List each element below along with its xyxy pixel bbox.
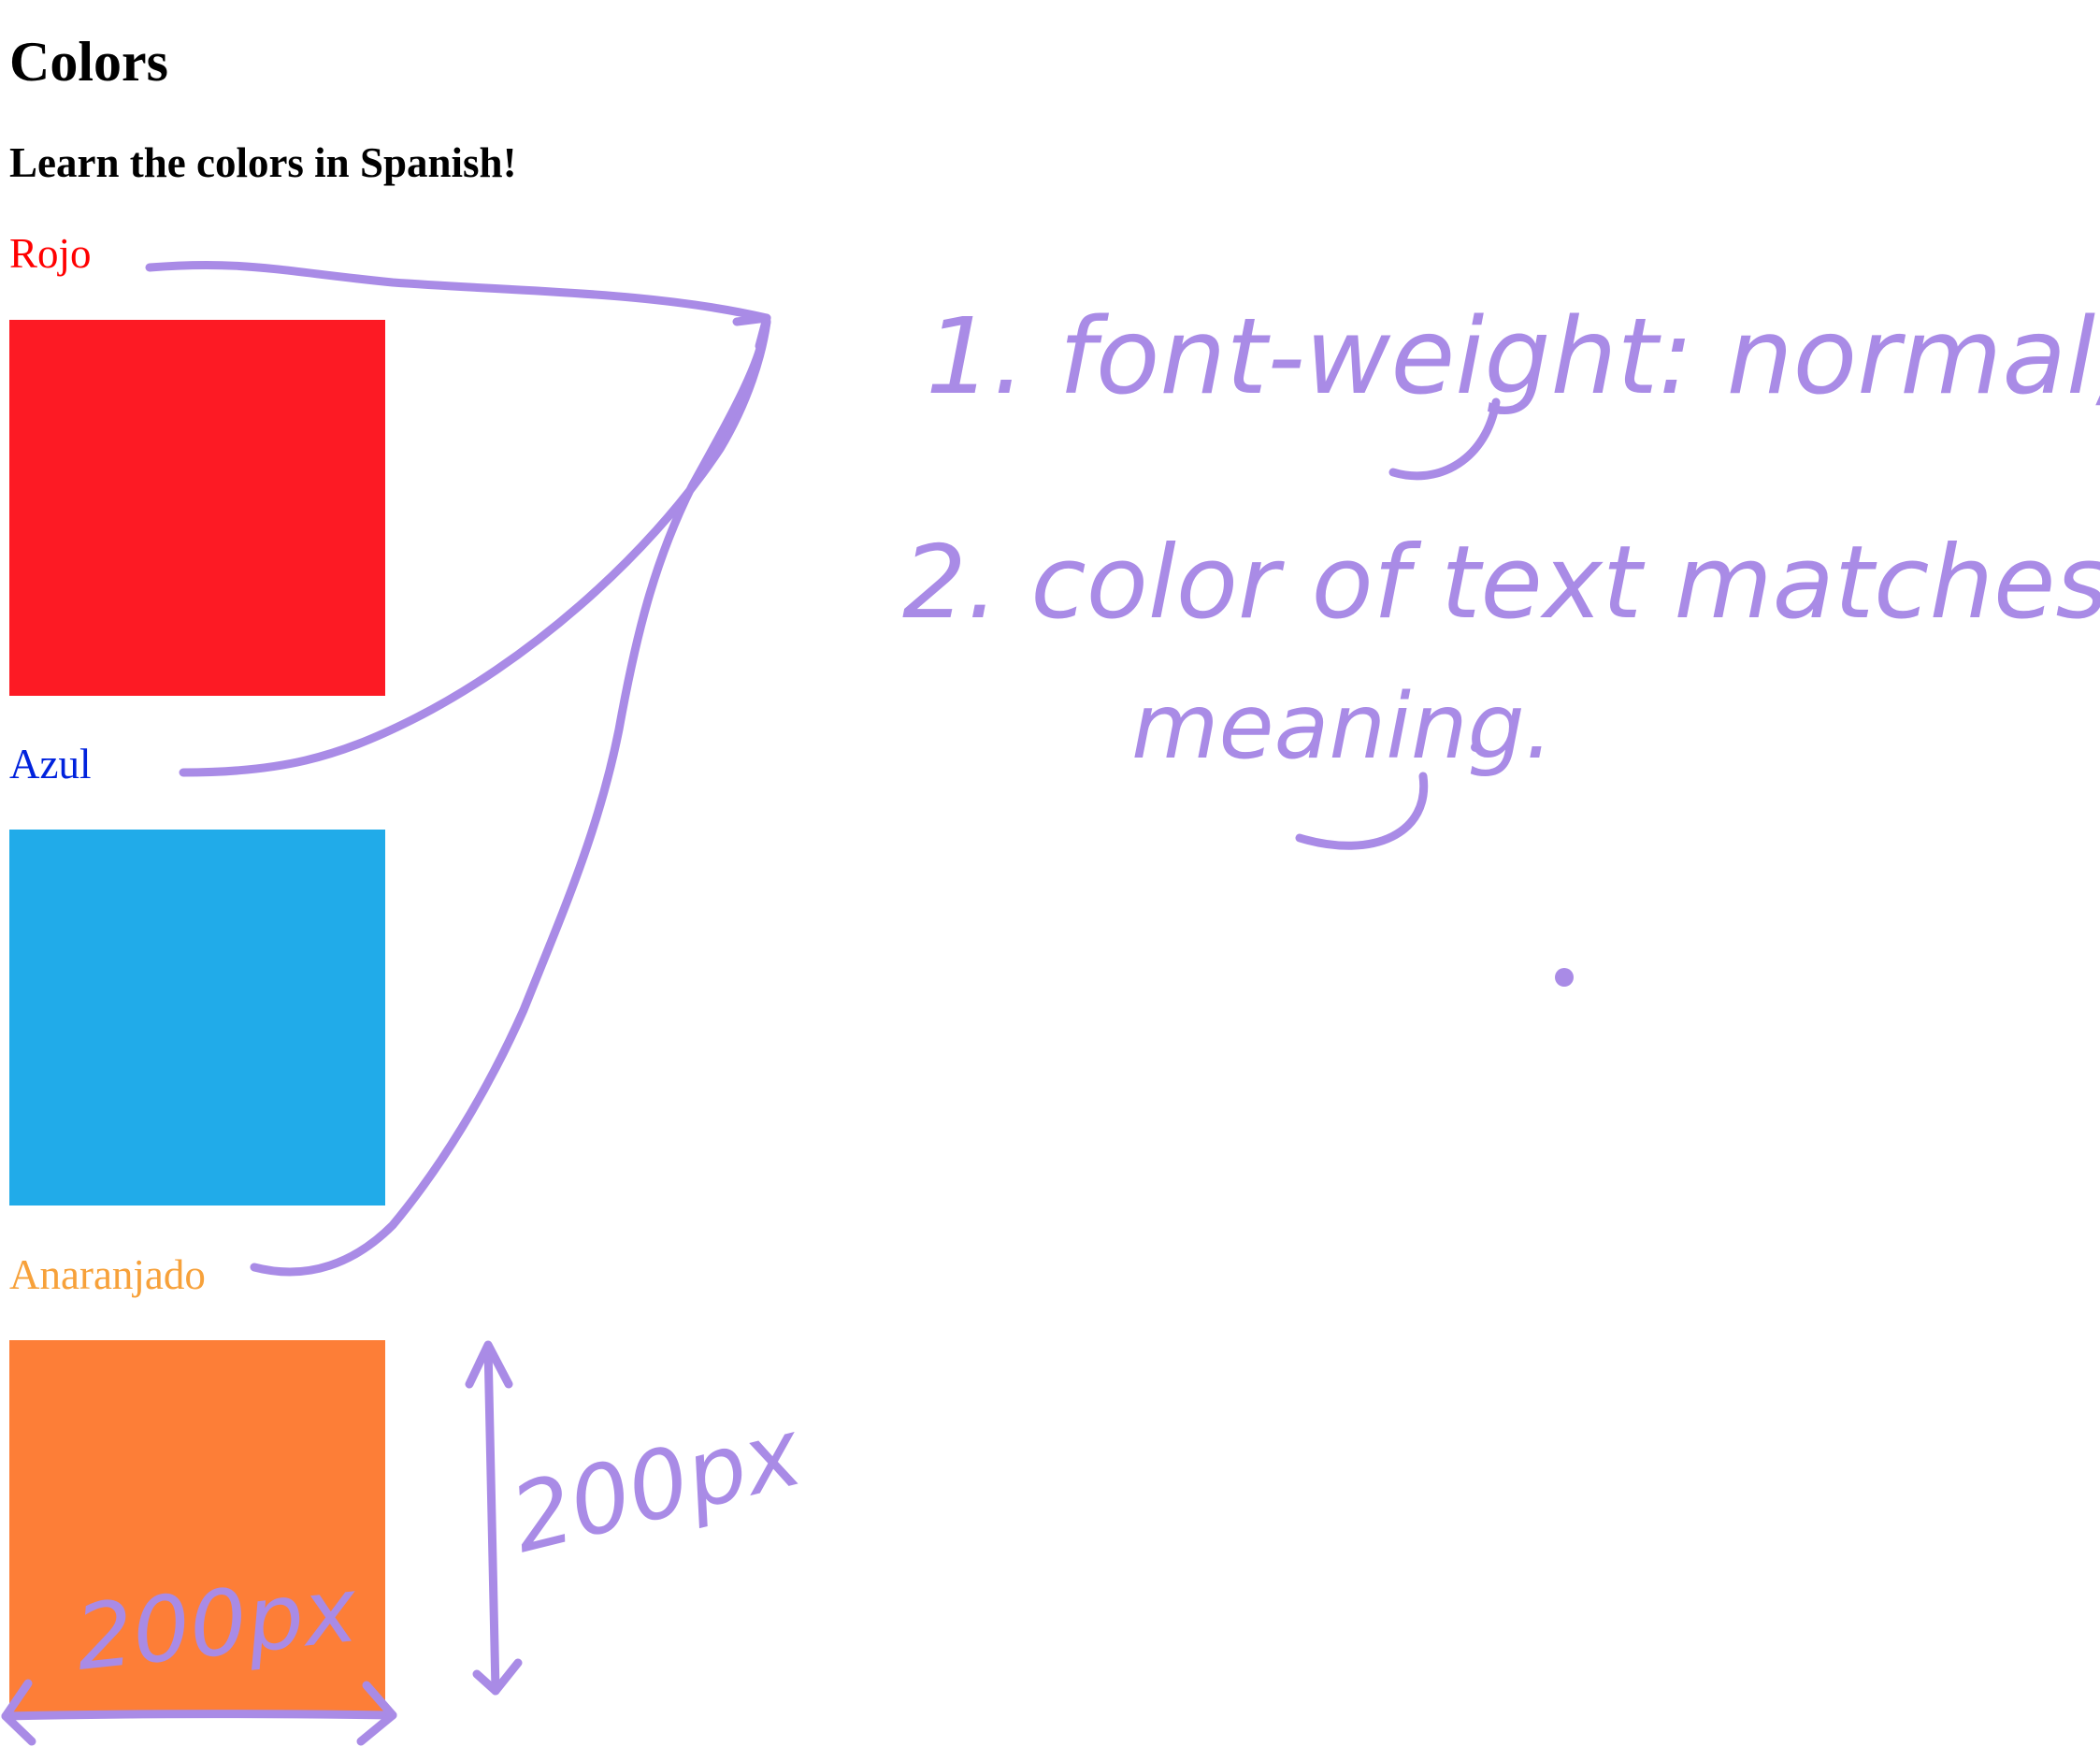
meaning-descender	[1295, 772, 1429, 850]
height-arrow-bottom-head	[472, 1658, 523, 1696]
page-subtitle: Learn the colors in Spanish!	[9, 139, 517, 186]
swatch-red	[9, 320, 385, 696]
note-2-line-2: meaning.	[1131, 674, 1553, 779]
page-title: Colors	[9, 31, 168, 93]
arrow-head	[732, 313, 771, 351]
color-label-anaranjado: Anaranjado	[9, 1251, 206, 1298]
note-1: 1. font-weight: normal;	[926, 296, 2100, 418]
color-label-azul: Azul	[9, 741, 92, 787]
stray-dot	[1555, 968, 1574, 987]
height-label: 200px	[501, 1396, 813, 1574]
weight-descender	[1388, 397, 1501, 481]
color-label-rojo: Rojo	[9, 230, 92, 277]
swatch-orange	[9, 1340, 385, 1716]
height-arrow	[483, 1342, 500, 1696]
height-arrow-top-head	[465, 1340, 513, 1389]
dot-after-meaning	[1471, 743, 1480, 752]
swatch-blue	[9, 830, 385, 1206]
note-2-line-1: 2. color of text matches	[902, 525, 2100, 642]
arrow-from-rojo	[145, 260, 771, 323]
